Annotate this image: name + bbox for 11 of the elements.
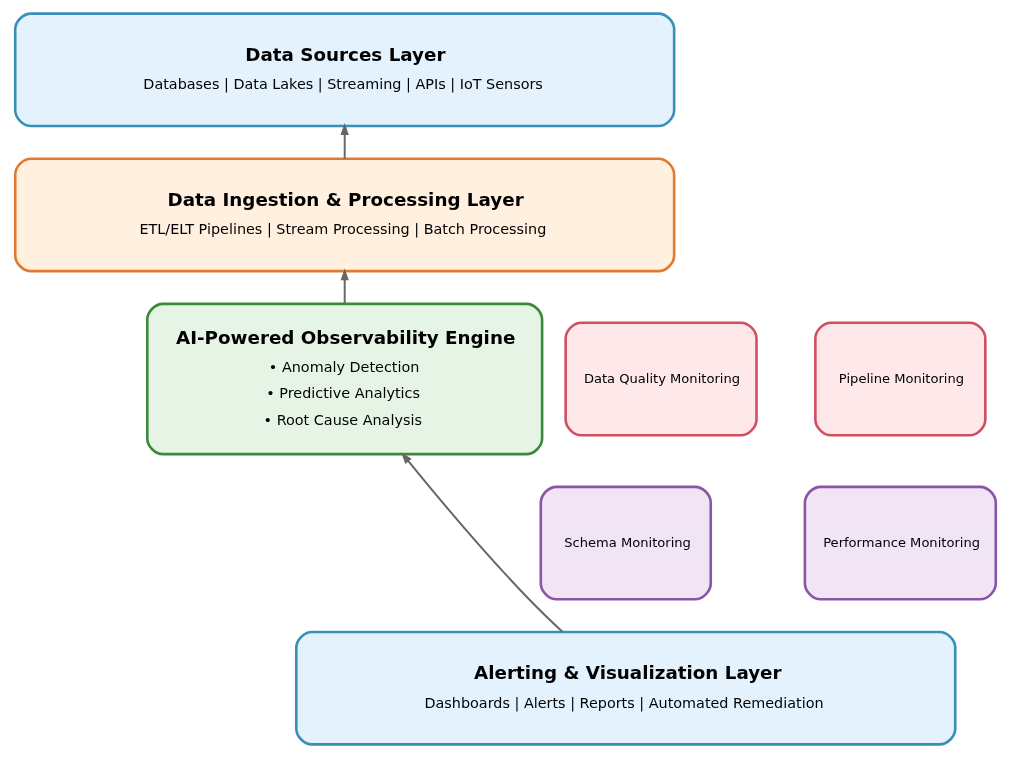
node-box: Data Quality Monitoring <box>564 321 758 437</box>
node-box: Data Ingestion & Processing Layer ETL/ELT Pipelines | Stream Processing | Batch Processing <box>13 157 676 273</box>
node-box: Data Sources Layer Databases | Data Lakes | Streaming | APIs | IoT Sensors <box>13 12 676 128</box>
arrow <box>340 268 349 305</box>
arrow <box>340 123 349 160</box>
node-box: AI-Powered Observability Engine • Anomaly Detection • Predictive Analytics • Root Cause Analysis <box>145 302 544 456</box>
node-box: Schema Monitoring <box>539 485 713 601</box>
arrow <box>401 452 564 633</box>
node-box: Performance Monitoring <box>803 485 998 601</box>
node-box: Alerting & Visualization Layer Dashboards | Alerts | Reports | Automated Remediation <box>295 630 957 746</box>
node-box: Pipeline Monitoring <box>814 321 987 437</box>
